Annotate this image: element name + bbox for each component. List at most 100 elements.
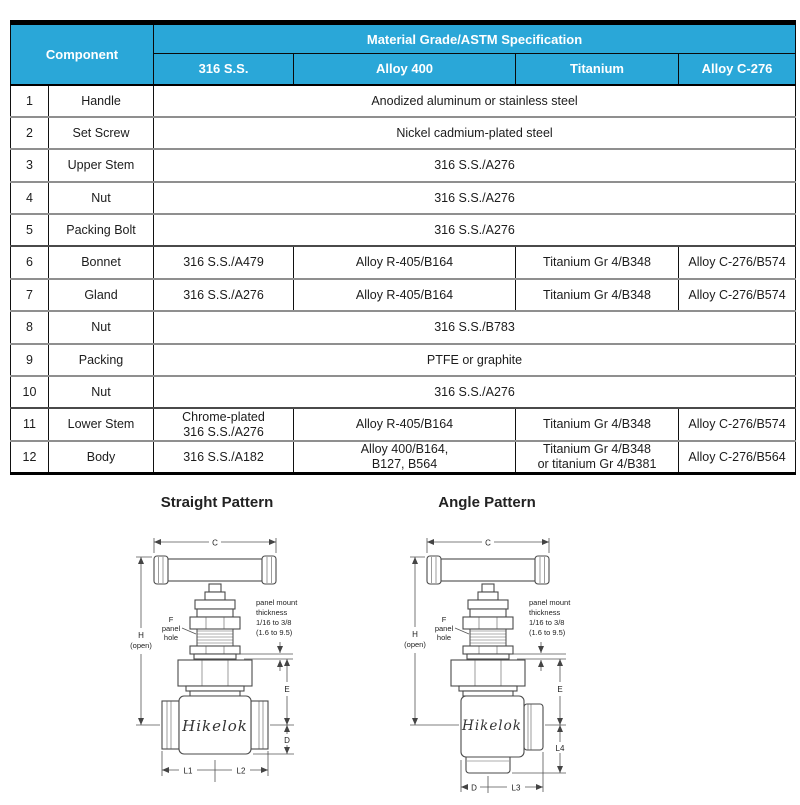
- dim-c: C: [426, 537, 550, 553]
- dim-label-l3: L3: [512, 784, 521, 793]
- material-spec-span: 316 S.S./A276: [153, 213, 796, 247]
- material-spec-span: PTFE or graphite: [153, 342, 796, 377]
- pm-line2: thickness: [529, 608, 561, 617]
- material-spec-cell: Alloy C-276/B564: [678, 439, 796, 474]
- material-spec-cell: Titanium Gr 4/B348: [515, 277, 679, 312]
- component-name: Packing: [48, 342, 154, 377]
- column-header-316ss: 316 S.S.: [153, 53, 294, 85]
- pm-line3: 1/16 to 3/8: [529, 618, 564, 627]
- pm-line4: (1.6 to 9.5): [529, 628, 566, 637]
- dim-label-c: C: [485, 539, 491, 548]
- material-spec-cell: Alloy R-405/B164: [293, 277, 516, 312]
- label-panel: panel: [435, 624, 454, 633]
- material-spec-cell: Titanium Gr 4/B348: [515, 245, 679, 279]
- brand-logo: Hikelok: [181, 717, 248, 735]
- dim-d-l3: D L3: [460, 752, 544, 793]
- material-spec-cell: Alloy 400/B164, B127, B564: [293, 439, 516, 474]
- brand-logo: Hikelok: [461, 718, 522, 734]
- dim-label-h: H: [138, 631, 144, 640]
- material-spec-cell: 316 S.S./A276: [153, 277, 294, 312]
- dim-l4: L4: [512, 725, 568, 774]
- dim-label-h-open: (open): [404, 640, 426, 649]
- material-spec-cell: Alloy C-276/B574: [678, 245, 796, 279]
- column-header-alloyc276: Alloy C-276: [677, 53, 797, 85]
- pm-line4: (1.6 to 9.5): [256, 628, 293, 637]
- material-spec-span: 316 S.S./B783: [153, 310, 796, 344]
- label-hole: hole: [164, 633, 178, 642]
- component-name: Nut: [48, 310, 154, 344]
- material-spec-cell: Alloy C-276/B574: [678, 277, 796, 312]
- dim-label-l1: L1: [184, 767, 193, 776]
- material-spec-cell: Alloy C-276/B574: [678, 407, 796, 441]
- component-name: Bonnet: [48, 245, 154, 279]
- pm-line1: panel mount: [529, 598, 571, 607]
- material-spec-span: 316 S.S./A276: [153, 148, 796, 182]
- row-number: 6: [10, 245, 49, 279]
- valve-body: Hikelok: [460, 695, 544, 774]
- row-number: 9: [10, 342, 49, 377]
- row-number: 3: [10, 148, 49, 182]
- dim-label-l4: L4: [556, 744, 565, 753]
- dim-label-h: H: [412, 630, 418, 639]
- dim-label-c: C: [212, 539, 218, 548]
- row-number: 10: [10, 375, 49, 409]
- angle-pattern-title: Angle Pattern: [438, 494, 536, 511]
- straight-pattern-title: Straight Pattern: [160, 494, 274, 511]
- label-f: F: [442, 615, 447, 624]
- material-spec-cell: Alloy R-405/B164: [293, 245, 516, 279]
- material-spec-cell: Titanium Gr 4/B348 or titanium Gr 4/B381: [515, 439, 679, 474]
- dim-l1-l2: L1 L2: [161, 751, 269, 782]
- row-number: 2: [10, 115, 49, 150]
- material-spec-span: 316 S.S./A276: [153, 180, 796, 215]
- column-header-alloy400: Alloy 400: [293, 53, 516, 85]
- row-number: 11: [10, 407, 49, 441]
- component-name: Handle: [48, 83, 154, 117]
- material-spec-cell: Alloy R-405/B164: [293, 407, 516, 441]
- component-name: Packing Bolt: [48, 213, 154, 247]
- dim-d: D: [253, 725, 294, 755]
- material-spec-cell: 316 S.S./A182: [153, 439, 294, 474]
- material-spec-cell: 316 S.S./A479: [153, 245, 294, 279]
- material-spec-span: Nickel cadmium-plated steel: [153, 115, 796, 150]
- component-name: Body: [48, 439, 154, 474]
- valve-handle: [426, 555, 550, 585]
- pm-line2: thickness: [256, 608, 288, 617]
- material-spec-table: Component Material Grade/ASTM Specificat…: [10, 20, 797, 475]
- row-number: 8: [10, 310, 49, 344]
- column-header-titanium: Titanium: [515, 53, 679, 85]
- component-name: Upper Stem: [48, 148, 154, 182]
- dim-label-e: E: [557, 685, 562, 694]
- material-spec-cell: Chrome-plated 316 S.S./A276: [153, 407, 294, 441]
- row-number: 12: [10, 439, 49, 474]
- dim-label-d: D: [471, 784, 477, 793]
- dim-e: E: [545, 659, 566, 726]
- label-f: F: [169, 615, 174, 624]
- dim-e: E: [270, 659, 294, 726]
- panel-mount-note: panel mount thickness 1/16 to 3/8 (1.6 t…: [238, 598, 298, 671]
- dim-label-e: E: [284, 685, 289, 694]
- dim-c: C: [153, 537, 277, 553]
- panel-hole-callout: F panel hole: [435, 615, 470, 642]
- dim-h: H (open): [404, 556, 459, 726]
- pm-line1: panel mount: [256, 598, 298, 607]
- valve-body: Hikelok: [161, 695, 269, 755]
- valve-stem-assembly: [450, 583, 526, 697]
- material-spec-span: Anodized aluminum or stainless steel: [153, 83, 796, 117]
- dim-label-l2: L2: [237, 767, 246, 776]
- dim-label-d: D: [284, 736, 290, 745]
- label-hole: hole: [437, 633, 451, 642]
- spec-header: Material Grade/ASTM Specification: [152, 22, 797, 54]
- material-spec-span: 316 S.S./A276: [153, 375, 796, 409]
- panel-mount-note: panel mount thickness 1/16 to 3/8 (1.6 t…: [511, 598, 571, 671]
